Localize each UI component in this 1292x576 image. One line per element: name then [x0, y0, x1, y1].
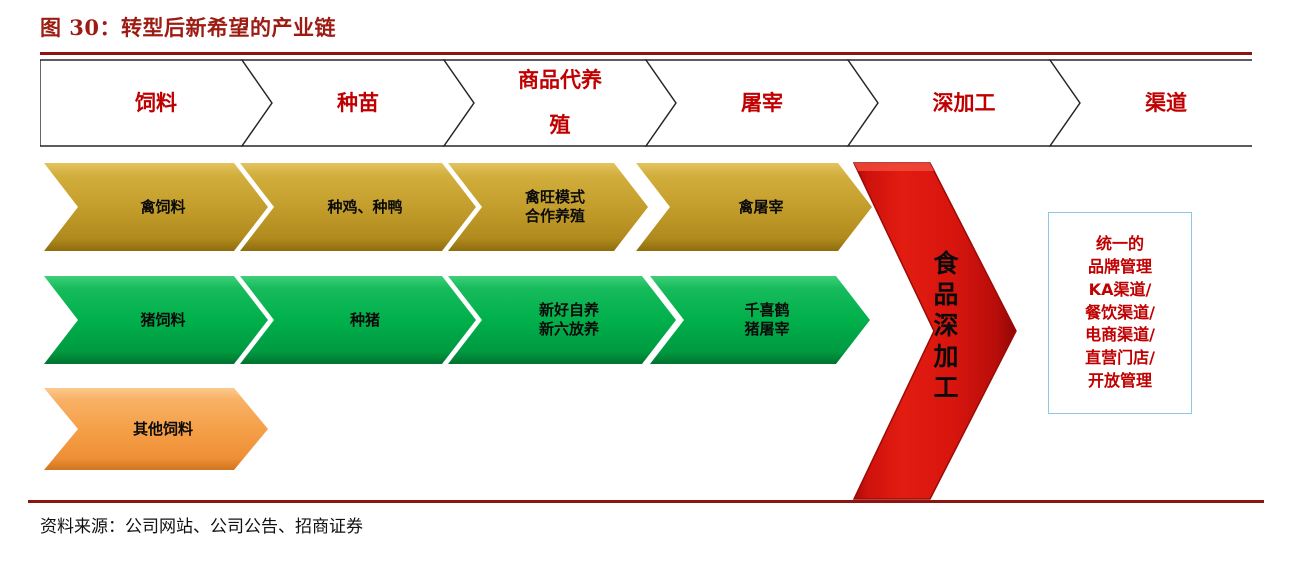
poultry-row-arrow-label-1: 禽饲料 — [126, 198, 185, 217]
stage-chevron-5[interactable] — [846, 59, 1081, 147]
food-processing-arrow[interactable] — [830, 155, 1030, 505]
arrow-label-line: 种鸡、种鸭 — [327, 197, 403, 216]
arrow-label-line: 千喜鹤 — [744, 301, 790, 320]
poultry-row-arrow-label-3: 禽旺模式合作养殖 — [511, 188, 585, 226]
arrow-label-line: 禽饲料 — [140, 197, 186, 216]
stage-chevron-2[interactable] — [240, 59, 475, 147]
arrow-label-line: 种猪 — [349, 310, 380, 329]
arrow-label-line: 禽屠宰 — [738, 197, 784, 216]
channel-line-1: 统一的 — [1095, 234, 1144, 254]
hog-row-arrow-label-4: 千喜鹤猪屠宰 — [730, 301, 789, 339]
arrow-label-line: 其他饲料 — [132, 419, 193, 438]
hog-row-arrow-2[interactable]: 种猪 — [240, 276, 476, 364]
poultry-row-arrow-4[interactable]: 禽屠宰 — [636, 163, 872, 251]
poultry-row-arrow-1[interactable]: 禽饲料 — [44, 163, 268, 251]
channel-line-5: 电商渠道/ — [1085, 325, 1155, 345]
hog-row-arrow-label-1: 猪饲料 — [126, 311, 185, 330]
figure-source: 资料来源：公司网站、公司公告、招商证券 — [40, 517, 363, 537]
arrow-label-line: 猪饲料 — [140, 310, 186, 329]
hog-row-arrow-label-2: 种猪 — [336, 311, 380, 330]
stage-chevron-4[interactable] — [644, 59, 879, 147]
other-feed-row-arrow-1[interactable]: 其他饲料 — [44, 388, 268, 470]
arrow-label-line: 新六放养 — [538, 320, 599, 338]
poultry-row-arrow-2[interactable]: 种鸡、种鸭 — [240, 163, 476, 251]
poultry-row-arrow-label-4: 禽屠宰 — [724, 198, 783, 217]
stage-chevron-6[interactable] — [1048, 59, 1252, 147]
arrow-label-line: 新好自养 — [538, 301, 599, 320]
stage-chevron-1[interactable] — [40, 59, 273, 147]
arrow-label-line: 禽旺模式 — [524, 188, 585, 207]
channel-line-7: 开放管理 — [1087, 370, 1152, 390]
hog-row-arrow-3[interactable]: 新好自养新六放养 — [448, 276, 676, 364]
stage-chevrons-outline — [40, 59, 1252, 147]
arrow-label-line: 合作养殖 — [524, 207, 585, 225]
hog-row-arrow-1[interactable]: 猪饲料 — [44, 276, 268, 364]
figure-title: 图 30：转型后新希望的产业链 — [40, 15, 337, 40]
hog-row-arrow-label-3: 新好自养新六放养 — [525, 301, 599, 339]
other-feed-row-arrow-label-1: 其他饲料 — [119, 420, 193, 439]
channel-line-2: 品牌管理 — [1087, 257, 1152, 277]
hog-row-arrow-4[interactable]: 千喜鹤猪屠宰 — [650, 276, 870, 364]
poultry-row-arrow-3[interactable]: 禽旺模式合作养殖 — [448, 163, 648, 251]
source-divider — [28, 500, 1264, 503]
channel-line-3: KA渠道/ — [1088, 279, 1152, 299]
stage-chevron-3[interactable] — [442, 59, 677, 147]
poultry-row-arrow-label-2: 种鸡、种鸭 — [313, 198, 402, 217]
channel-line-6: 直营门店/ — [1085, 348, 1155, 368]
title-divider — [40, 52, 1252, 55]
channel-line-4: 餐饮渠道/ — [1085, 302, 1155, 322]
arrow-label-line: 猪屠宰 — [744, 320, 790, 338]
value-chain-stage-header: 饲料种苗商品代养殖屠宰深加工渠道 — [40, 58, 1252, 148]
